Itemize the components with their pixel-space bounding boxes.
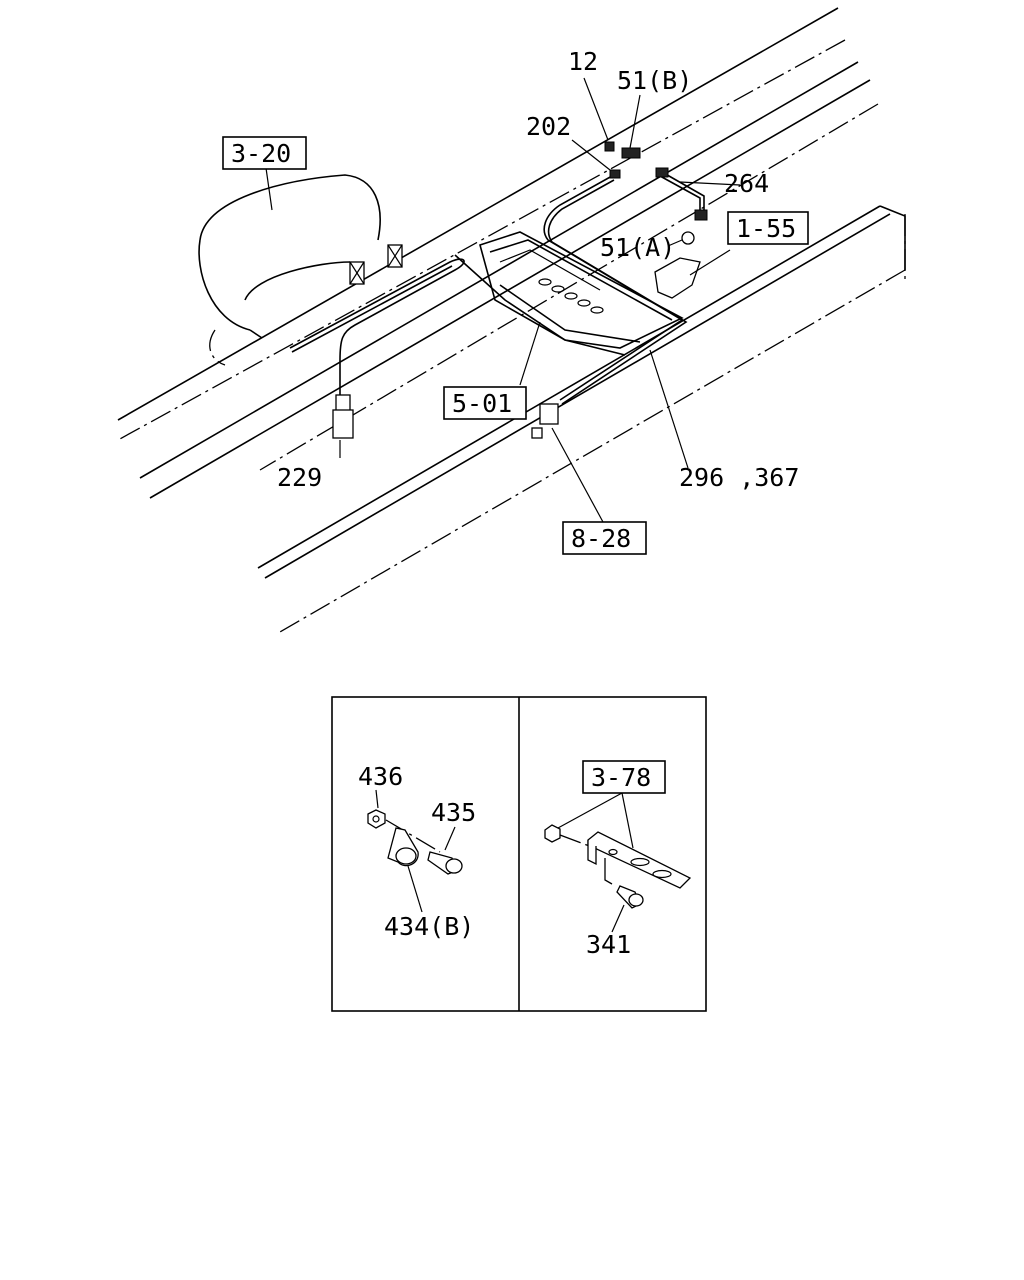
callout-labels: 12 51(B) 202 264 51(A) 229 296 ,367	[277, 47, 799, 492]
valve-port	[531, 427, 543, 439]
ref-3-78: 3-78	[591, 763, 651, 792]
callout-341: 341	[586, 930, 631, 959]
tee-51a	[681, 231, 695, 245]
reference-boxes: 3-20 1-55 5-01 8-28	[222, 136, 809, 555]
callout-51b: 51(B)	[617, 66, 692, 95]
detail-panel	[331, 696, 707, 1012]
ref-8-28: 8-28	[571, 524, 631, 553]
part-1-55	[654, 257, 701, 299]
detail-clip-assembly: 436 435 434(B)	[358, 762, 476, 941]
fuel-pipes	[289, 171, 705, 405]
fittings	[332, 141, 708, 439]
bracket-holes	[538, 278, 604, 314]
ref-1-55: 1-55	[736, 214, 796, 243]
nut-229	[335, 394, 351, 412]
ref-5-01: 5-01	[452, 389, 512, 418]
mounting-bracket	[454, 231, 684, 356]
callout-229: 229	[277, 463, 322, 492]
fitting-12	[604, 141, 615, 152]
callout-436: 436	[358, 762, 403, 791]
fuel-tank	[198, 174, 403, 366]
callout-296-367: 296 ,367	[679, 463, 799, 492]
ref-3-20: 3-20	[231, 139, 291, 168]
callout-434b: 434(B)	[384, 912, 474, 941]
frame-rails	[117, 7, 906, 633]
connector-264-end	[694, 209, 708, 221]
fitting-202	[609, 169, 621, 179]
detail-bracket-assembly: 3-78 341	[544, 760, 692, 959]
callout-264: 264	[724, 169, 769, 198]
callout-202: 202	[526, 112, 571, 141]
leader-lines	[265, 77, 741, 523]
callout-51a: 51(A)	[600, 233, 675, 262]
connector-264	[655, 167, 669, 178]
valve-8-28	[539, 403, 559, 425]
tee-51b	[621, 147, 641, 159]
fitting-229	[332, 409, 354, 439]
callout-12: 12	[568, 47, 598, 76]
nut-436	[367, 809, 386, 829]
nut-detail	[544, 824, 561, 843]
callout-435: 435	[431, 798, 476, 827]
